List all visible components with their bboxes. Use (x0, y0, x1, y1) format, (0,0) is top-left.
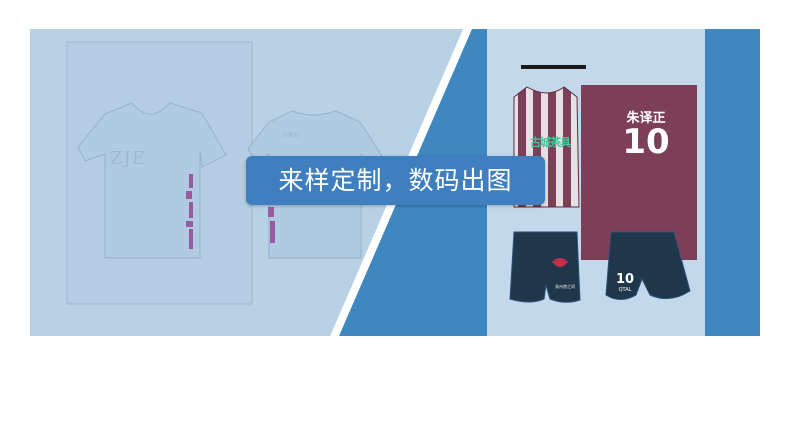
shorts-logo (552, 258, 568, 267)
vest-outline (513, 86, 580, 208)
tshirt-back-tag: 印象体 (281, 132, 300, 139)
jersey-back (581, 85, 697, 260)
shorts-label: QTAL (618, 287, 632, 293)
shorts-back (605, 231, 691, 300)
tshirt-front-logo: ZJE (110, 148, 146, 169)
jersey-player-name: 朱译正 (626, 111, 666, 126)
vest-sponsor-text: 古城茶具 (530, 136, 571, 149)
shorts-logo-text: 泉州港之间 (555, 284, 575, 289)
cta-banner-text[interactable]: 来样定制，数码出图 (246, 156, 545, 205)
vest-front (514, 87, 579, 207)
banner-artwork (30, 29, 760, 336)
tshirt-front-outline (77, 102, 227, 259)
vest-label-bar (521, 65, 586, 69)
banner (30, 29, 760, 336)
shorts-front (509, 231, 581, 303)
shorts-number: 10 (615, 272, 635, 287)
jersey-number: 10 (622, 122, 670, 162)
cta-background (246, 156, 545, 205)
tshirt-front-side-print (186, 174, 193, 249)
